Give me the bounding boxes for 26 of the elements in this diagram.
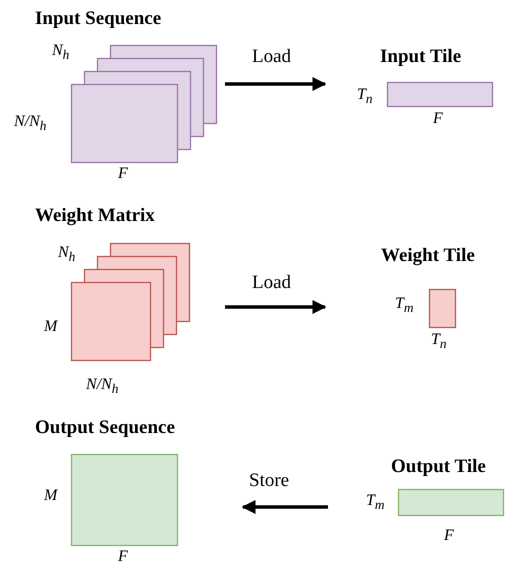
dimension-label: M [44, 317, 58, 337]
dimension-label: F [433, 109, 443, 129]
dimension-label: T$_{n}$ [357, 85, 373, 108]
arrow [225, 77, 326, 91]
heading: Input Tile [380, 46, 462, 68]
heading: Weight Matrix [35, 205, 155, 227]
dimension-label: N$_{h}$ [52, 41, 70, 64]
dimension-label: N$_{h}$ [58, 243, 76, 266]
heading: Weight Tile [381, 245, 475, 267]
dimension-label: T$_{n}$ [431, 330, 447, 354]
dimension-label: T$_{m}$ [395, 294, 414, 318]
dimension-label: N/N$_{h}$ [14, 112, 46, 136]
dimension-label: F [444, 526, 454, 546]
heading: Output Tile [391, 456, 486, 478]
dimension-label: T$_{m}$ [366, 491, 385, 514]
arrow [242, 500, 328, 514]
edge-label: Load [252, 46, 292, 68]
dimension-label: F [118, 547, 128, 567]
dimension-label: F [118, 164, 128, 184]
dimension-label: N/N$_{h}$ [86, 375, 118, 398]
heading: Output Sequence [35, 417, 175, 439]
arrow [225, 300, 326, 314]
edge-label: Store [249, 470, 290, 492]
heading: Input Sequence [35, 8, 162, 30]
dimension-label: M [44, 486, 58, 506]
edge-label: Load [252, 272, 292, 294]
